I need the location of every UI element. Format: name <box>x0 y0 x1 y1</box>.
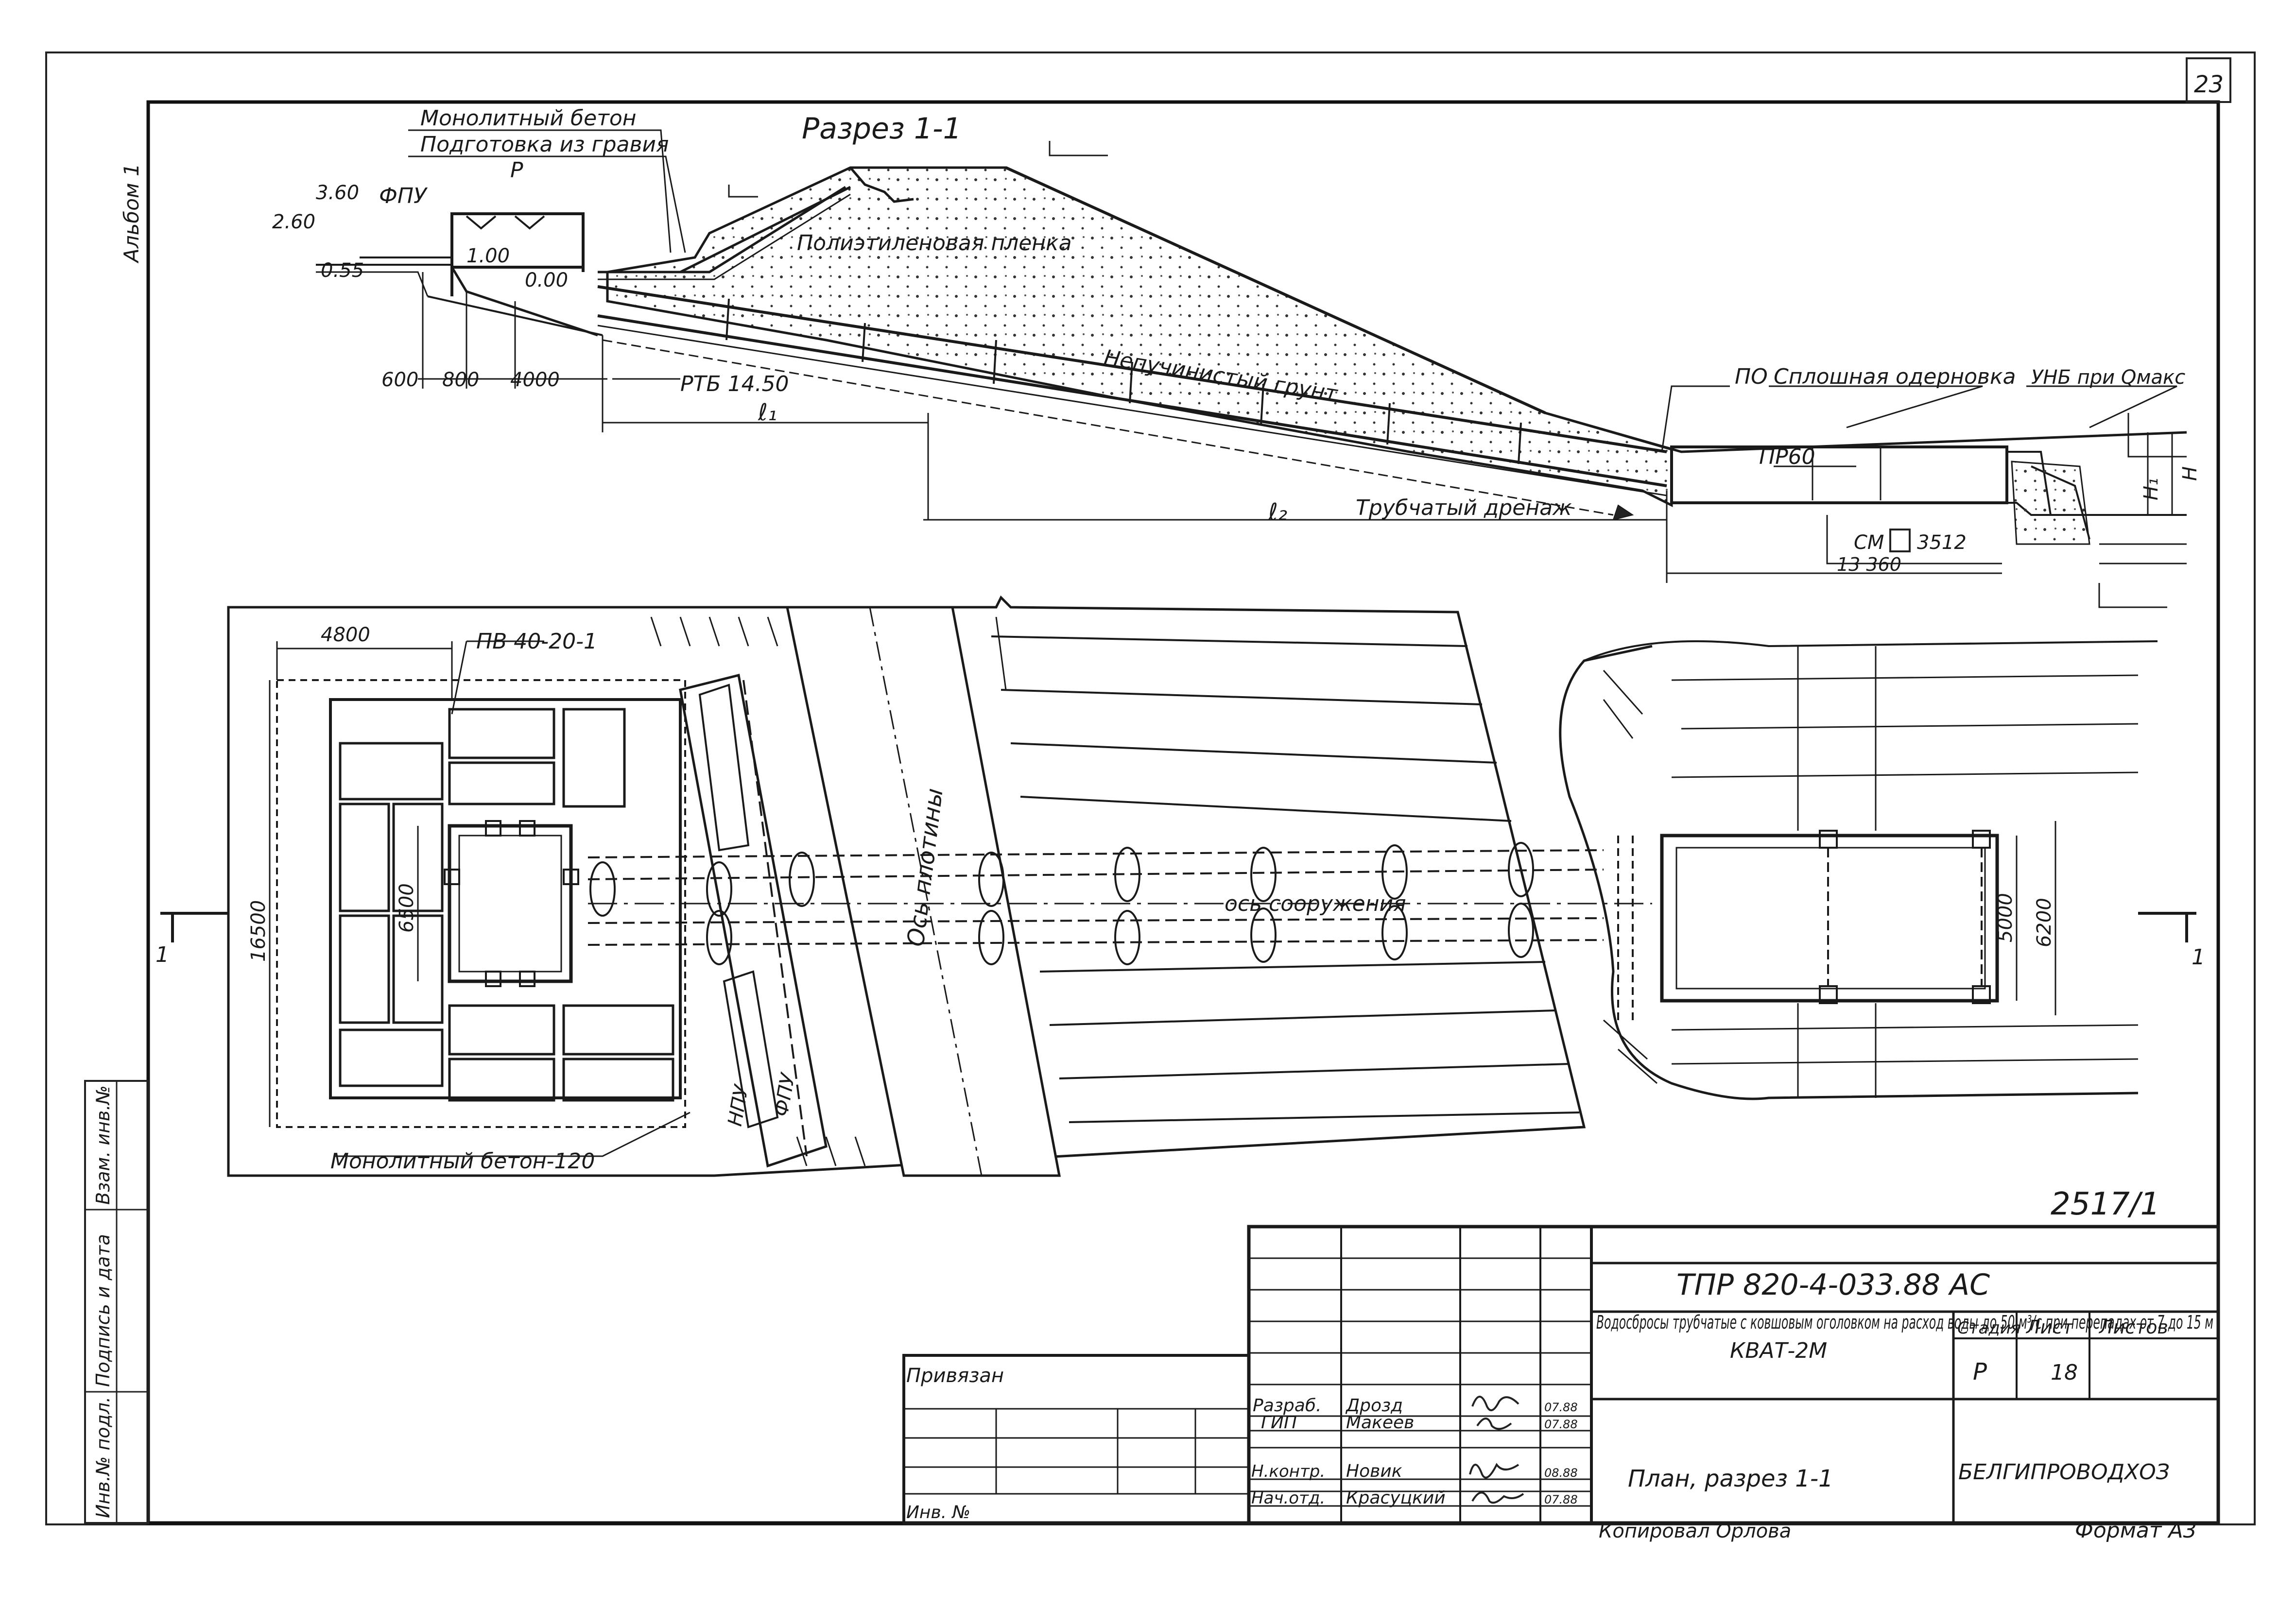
stage-label: Стадия <box>1957 1318 2020 1338</box>
date-4: 07.88 <box>1544 1493 1578 1506</box>
label-h: H <box>2179 466 2201 481</box>
signature-4 <box>1471 1491 1524 1504</box>
copied-by: Копировал Орлова <box>1599 1520 1791 1542</box>
label-po: ПО <box>1735 364 1768 389</box>
outlet-basin <box>1660 834 1999 1003</box>
stamp-sign-date: Подпись и дата <box>92 1234 114 1387</box>
label-055: 0.55 <box>321 259 364 282</box>
plan-view <box>160 595 2196 1177</box>
stage-value: Р <box>1973 1358 1987 1385</box>
sheet-value: 18 <box>2051 1360 2078 1385</box>
sheet-label: Лист <box>2025 1316 2074 1338</box>
album-label: Альбом 1 <box>120 163 143 264</box>
label-600: 600 <box>381 369 418 391</box>
role-3: Н.контр. <box>1251 1462 1325 1481</box>
outlet-plan-outline <box>1559 645 2139 1100</box>
inlet-chamber <box>448 824 573 983</box>
doc-code: ТПР 820-4-033.88 АС <box>1676 1268 1990 1302</box>
label-gravel: Подготовка из гравия <box>420 132 669 157</box>
pipes-plan <box>587 849 1604 946</box>
label-r: Р <box>510 158 523 183</box>
role-2: ГИП <box>1261 1413 1297 1433</box>
label-6200: 6200 <box>2033 898 2055 947</box>
label-fpu: ФПУ <box>379 184 428 208</box>
label-000: 0.00 <box>525 269 568 291</box>
label-13360: 13 360 <box>1837 554 1901 575</box>
object-code: КВАТ-2М <box>1730 1338 1827 1363</box>
role-1: Разраб. <box>1253 1396 1321 1416</box>
sheet-title: План, разрез 1-1 <box>1628 1465 1833 1492</box>
role-4: Нач.отд. <box>1251 1488 1325 1508</box>
signature-3 <box>1469 1463 1519 1479</box>
bound-label: Привязан <box>906 1365 1004 1387</box>
plan-labels: 4800 ПВ 40-20-1 6500 16500 Ось плотины о… <box>155 624 2205 1174</box>
pipe-bottom <box>597 314 1667 487</box>
cut-marker-left: 1 <box>155 942 169 967</box>
label-unb: УНБ при Qмакс <box>2031 366 2185 389</box>
name-4: Красуцкий <box>1346 1488 1446 1508</box>
label-poly: Полиэтиленовая пленка <box>797 231 1072 256</box>
format: Формат А3 <box>2075 1518 2197 1543</box>
label-800: 800 <box>442 369 479 391</box>
label-npu: НПУ <box>724 1082 753 1128</box>
cm-box <box>1889 529 1911 552</box>
label-pv: ПВ 40-20-1 <box>476 629 597 654</box>
date-3: 08.88 <box>1544 1466 1578 1480</box>
label-monolith-120: Монолитный бетон-120 <box>330 1149 595 1174</box>
stamp-replace-inv: Взам. инв.№ <box>92 1085 114 1205</box>
label-cm-num: 3512 <box>1917 531 1967 554</box>
archive-number: 2517/1 <box>2051 1186 2160 1222</box>
sheets-label: Листов <box>2098 1316 2168 1338</box>
section-labels: Монолитный бетон Подготовка из гравия Р … <box>272 106 2201 575</box>
date-1: 07.88 <box>1544 1401 1578 1414</box>
name-2: Макеев <box>1346 1413 1414 1433</box>
label-plan-fpu: ФПУ <box>770 1071 800 1118</box>
title-block-text: ТПР 820-4-033.88 АС Водосбросы трубчатые… <box>906 1268 2213 1543</box>
date-2: 07.88 <box>1544 1418 1578 1431</box>
section-title: Разрез 1-1 <box>802 112 962 146</box>
label-100: 1.00 <box>466 245 510 267</box>
label-4800: 4800 <box>321 624 370 646</box>
label-260: 2.60 <box>272 211 315 233</box>
title-block <box>902 1225 2220 1525</box>
page-number: 23 <box>2194 71 2224 98</box>
label-cm: СМ <box>1854 531 1884 554</box>
outlet-structure <box>1670 445 2008 504</box>
label-6500: 6500 <box>396 883 418 933</box>
name-1: Дрозд <box>1345 1396 1403 1416</box>
section-1-1: Разрез 1-1 <box>316 112 2187 608</box>
dam-fill <box>606 166 1673 508</box>
label-4000: 4000 <box>510 369 560 391</box>
cut-marker-right: 1 <box>2192 945 2205 970</box>
label-rtb: РТБ 14.50 <box>680 372 789 396</box>
label-5000: 5000 <box>1994 893 2017 942</box>
organization: БЕЛГИПРОВОДХОЗ <box>1958 1460 2170 1485</box>
label-l2: ℓ₂ <box>1268 498 1287 526</box>
label-360: 3.60 <box>316 182 359 204</box>
name-3: Новик <box>1346 1461 1402 1481</box>
label-pr60: ПР60 <box>1759 444 1815 469</box>
label-16500: 16500 <box>247 900 270 962</box>
doc-description: Водосбросы трубчатые с ковшовым оголовко… <box>1596 1312 2213 1333</box>
signature-2 <box>1476 1418 1512 1430</box>
label-drain: Трубчатый дренаж <box>1356 496 1572 520</box>
inlet-plan <box>329 698 682 1099</box>
signature-1 <box>1471 1396 1519 1411</box>
pv-blocks <box>339 708 674 1102</box>
label-structure-axis: ось сооружения <box>1225 891 1406 916</box>
stamp-inv-orig: Инв.№ подл. <box>92 1397 114 1518</box>
inv-no-label: Инв. № <box>906 1503 970 1522</box>
label-monolith: Монолитный бетон <box>420 106 637 131</box>
side-stamp: Инв.№ подл. Подпись и дата Взам. инв.№ <box>84 1080 149 1524</box>
label-h1: H₁ <box>2140 478 2162 500</box>
page-number-box <box>2186 57 2231 103</box>
label-sod: Сплошная одерновка <box>1774 364 2016 389</box>
label-l1: ℓ₁ <box>758 399 777 426</box>
